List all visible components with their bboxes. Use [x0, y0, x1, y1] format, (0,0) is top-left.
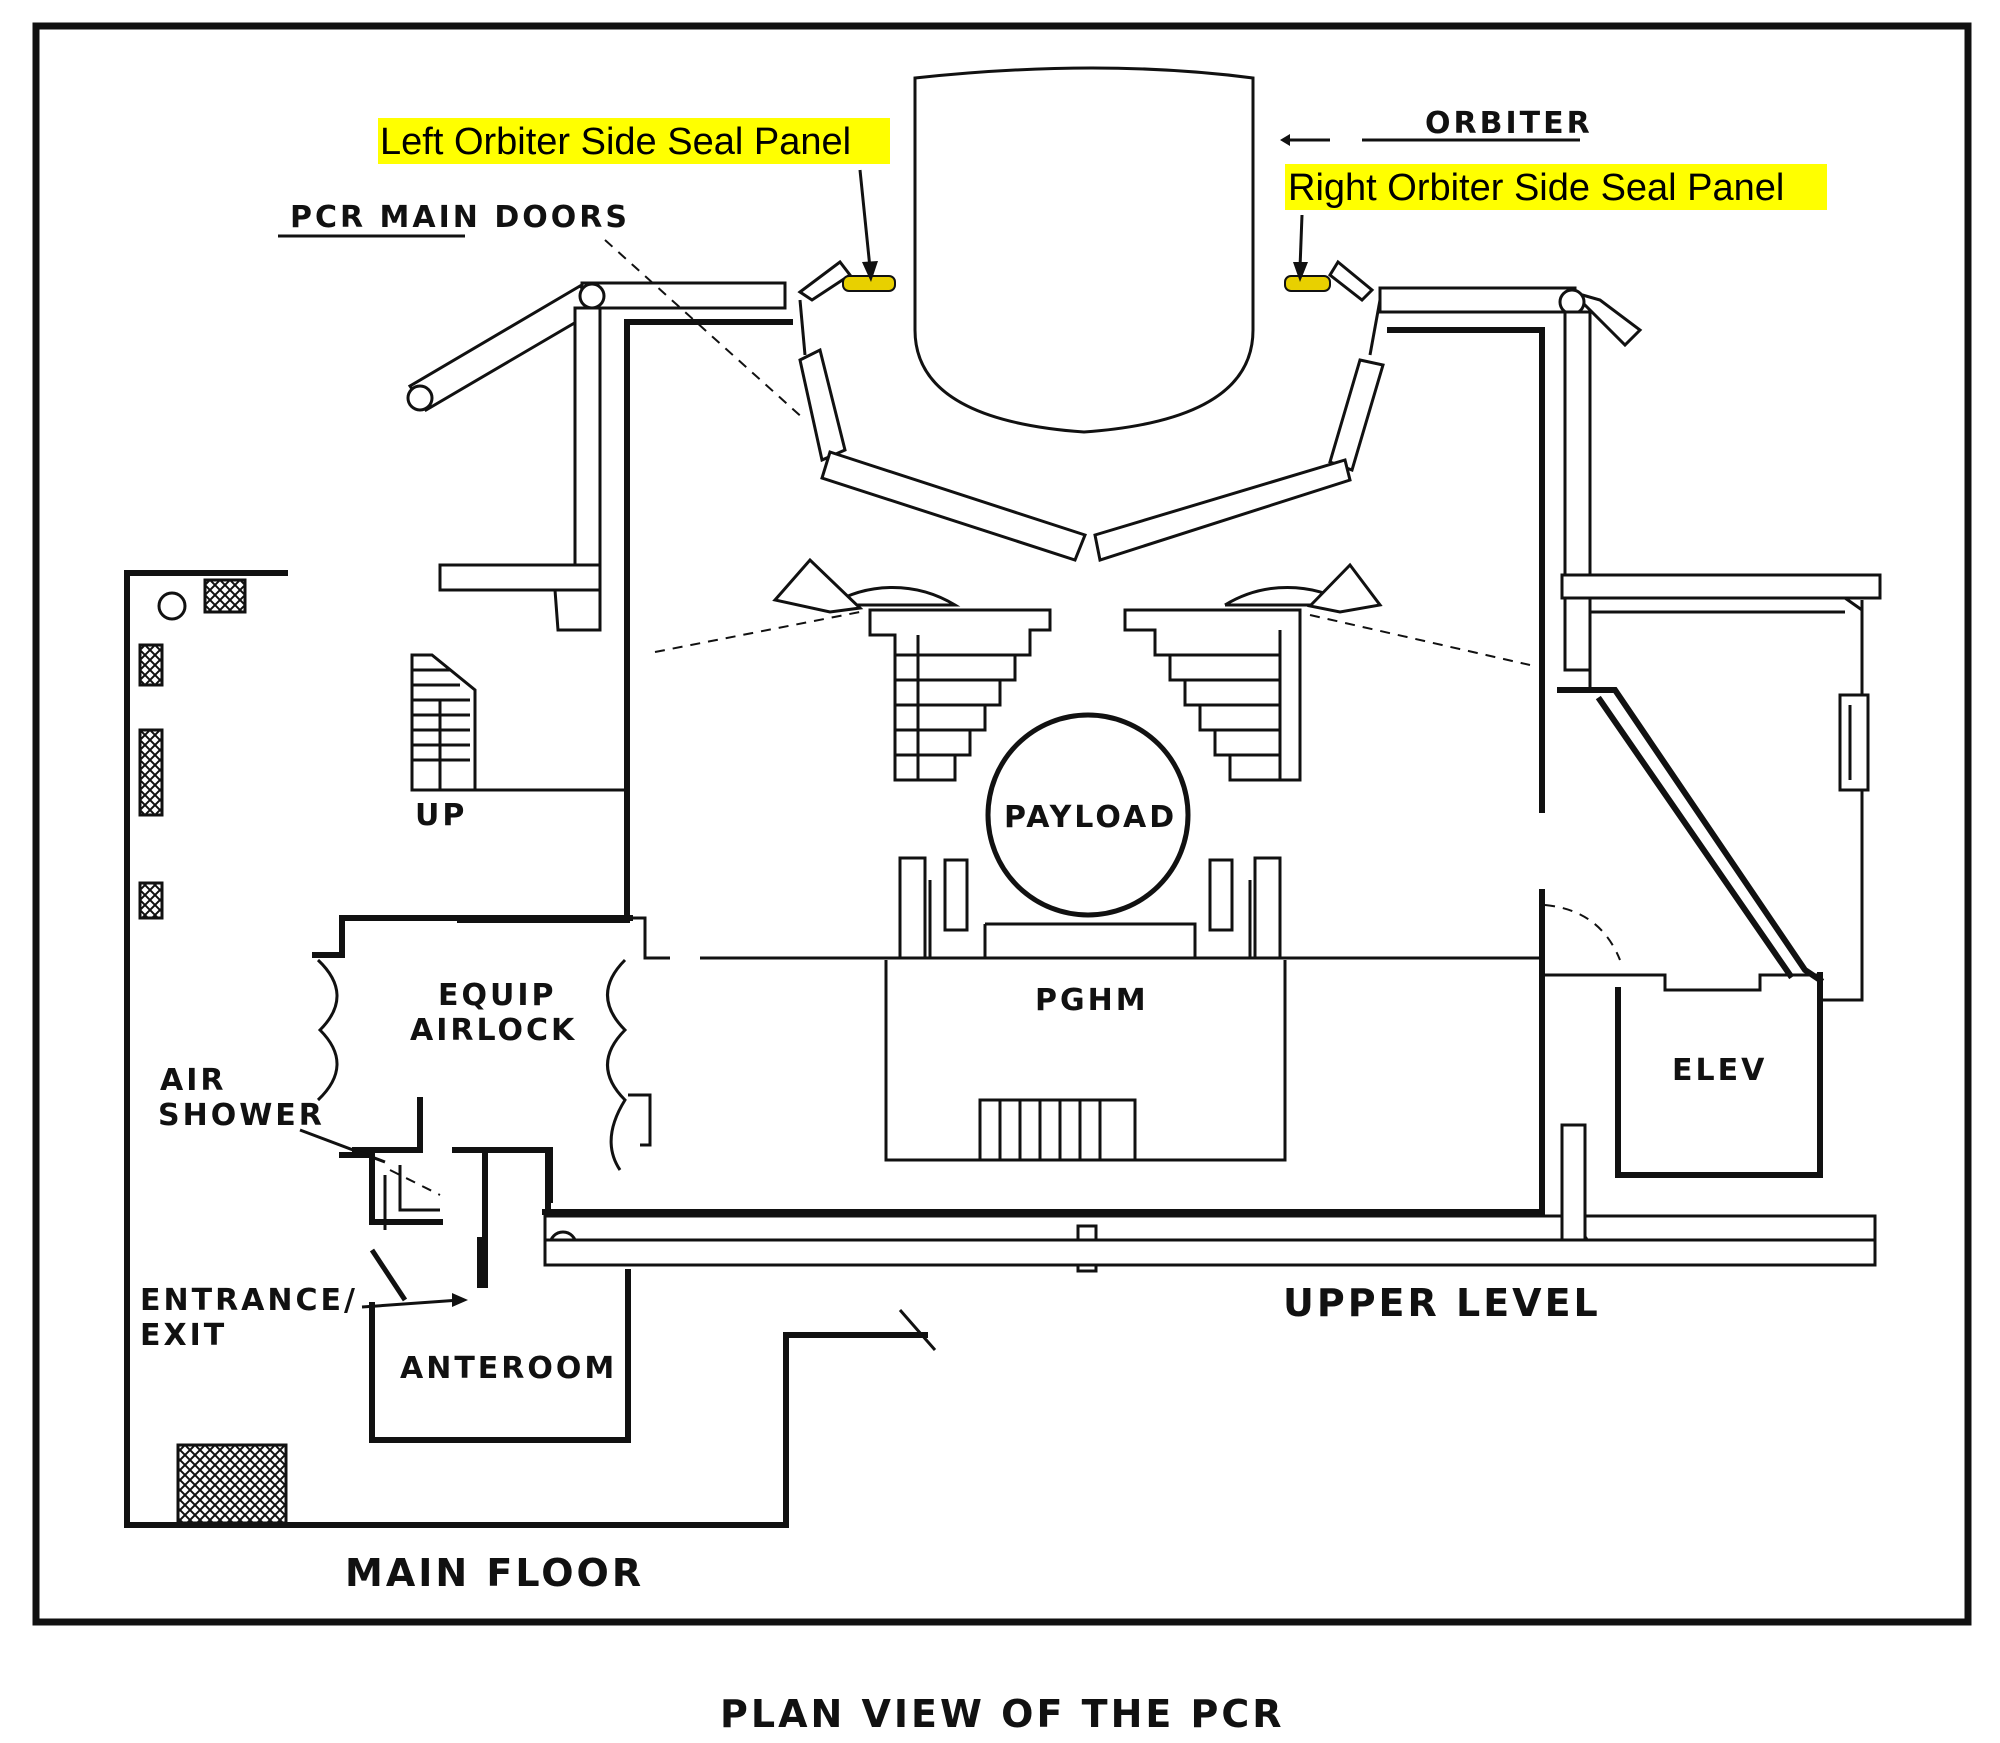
left-seal-leader	[858, 169, 872, 269]
hatch-left-1	[138, 643, 164, 687]
right-vertical-post	[1563, 310, 1592, 672]
right-seal-panel-marker	[1284, 275, 1331, 292]
air-shower-room	[339, 1152, 551, 1225]
right-angled-arm	[1566, 288, 1643, 348]
left-angled-arm	[407, 284, 603, 413]
equip-airlock-right-door	[606, 958, 628, 1171]
left-post-base	[438, 563, 602, 592]
orbiter-outline	[913, 66, 1255, 434]
pghm-stair-block	[978, 1098, 1137, 1162]
entrance-arrow-line	[361, 1298, 461, 1309]
main-floor-fixture	[157, 591, 187, 621]
right-wing-door	[1838, 693, 1870, 792]
left-beam-joint	[578, 282, 606, 310]
right-seal-arrowhead	[1293, 262, 1308, 282]
right-beam-joint	[1558, 288, 1586, 316]
right-stairs	[1123, 608, 1302, 782]
right-seal-leader	[1298, 214, 1304, 269]
left-arm-joint	[406, 384, 434, 412]
airlock-label: AIRLOCK	[410, 1013, 577, 1048]
elevator-top	[1545, 973, 1820, 992]
left-seal-label: Left Orbiter Side Seal Panel	[380, 121, 851, 163]
main-floor-outline	[124, 570, 928, 1528]
pcr-main-doors-leader	[604, 239, 806, 421]
anteroom-wall	[369, 1152, 631, 1443]
left-swing-arm	[772, 557, 864, 614]
left-seal-panel-marker	[842, 275, 896, 292]
upper-hall-wall-right	[542, 327, 1545, 1215]
left-swing-dash	[654, 611, 861, 653]
elevator-ramp	[1557, 687, 1825, 985]
right-post-base	[1560, 573, 1882, 600]
left-main-door-upper	[798, 347, 847, 463]
left-top-beam	[580, 281, 787, 310]
entrance-label: ENTRANCE/	[140, 1283, 358, 1318]
up-stairs	[410, 653, 477, 792]
pghm-inner	[928, 880, 1252, 958]
right-main-door-upper	[1328, 358, 1385, 472]
right-wing-room	[1588, 596, 1864, 1002]
left-seal-label-bg	[378, 118, 890, 164]
up-label: UP	[415, 798, 467, 833]
right-main-door-lower	[1093, 458, 1352, 562]
upper-hall-wall-left	[457, 319, 793, 923]
elevator-shaft	[1615, 972, 1823, 1178]
equip-airlock-left-door	[316, 958, 339, 1102]
elevator-door-dash	[1544, 904, 1621, 961]
pcr-main-doors-label: PCR MAIN DOORS	[290, 200, 630, 235]
left-main-door-lower	[820, 450, 1087, 562]
right-swing-arm	[1306, 562, 1383, 614]
entrance-door	[369, 1248, 408, 1302]
hatch-bottom	[176, 1443, 288, 1525]
right-seal-label: Right Orbiter Side Seal Panel	[1288, 167, 1784, 209]
outer-frame	[32, 22, 1972, 1626]
anteroom-label: ANTEROOM	[400, 1351, 617, 1386]
equip-label: EQUIP	[438, 978, 557, 1013]
orbiter-arrowhead	[1280, 134, 1290, 146]
right-door-hinge	[1368, 299, 1382, 356]
left-stairs	[868, 608, 1052, 782]
pghm-label: PGHM	[1035, 983, 1149, 1018]
hatch-top	[203, 578, 247, 614]
equip-airlock-wall	[312, 915, 633, 1203]
payload-circle	[985, 712, 1191, 918]
elev-label: ELEV	[1672, 1053, 1767, 1088]
hatch-left-3	[138, 881, 164, 920]
main-floor-ramp	[898, 1309, 937, 1351]
left-post-foot	[553, 588, 602, 632]
right-seal-hinge	[1328, 259, 1375, 302]
right-swing-dash	[1309, 614, 1531, 666]
orbiter-label: ORBITER	[1425, 106, 1593, 141]
entrance-arrowhead	[452, 1293, 468, 1307]
right-seal-label-bg	[1285, 164, 1827, 210]
shower-label: SHOWER	[158, 1098, 325, 1133]
bottom-beam	[543, 1214, 1877, 1242]
left-door-hinge	[798, 299, 807, 356]
air-shower-leader	[299, 1128, 386, 1164]
left-vertical-post	[573, 306, 602, 582]
exit-label: EXIT	[140, 1318, 227, 1353]
air-label: AIR	[160, 1063, 226, 1098]
left-seal-arrowhead	[862, 261, 878, 282]
payload-fixture-left	[898, 856, 927, 960]
payload-label: PAYLOAD	[1004, 800, 1177, 835]
upper-level-label: UPPER LEVEL	[1283, 1281, 1601, 1325]
main-floor-label: MAIN FLOOR	[345, 1551, 644, 1595]
right-top-beam	[1378, 286, 1577, 314]
hatch-left-2	[138, 728, 164, 817]
payload-fixture-right	[1253, 856, 1282, 960]
diagram-caption: PLAN VIEW OF THE PCR	[720, 1692, 1285, 1736]
